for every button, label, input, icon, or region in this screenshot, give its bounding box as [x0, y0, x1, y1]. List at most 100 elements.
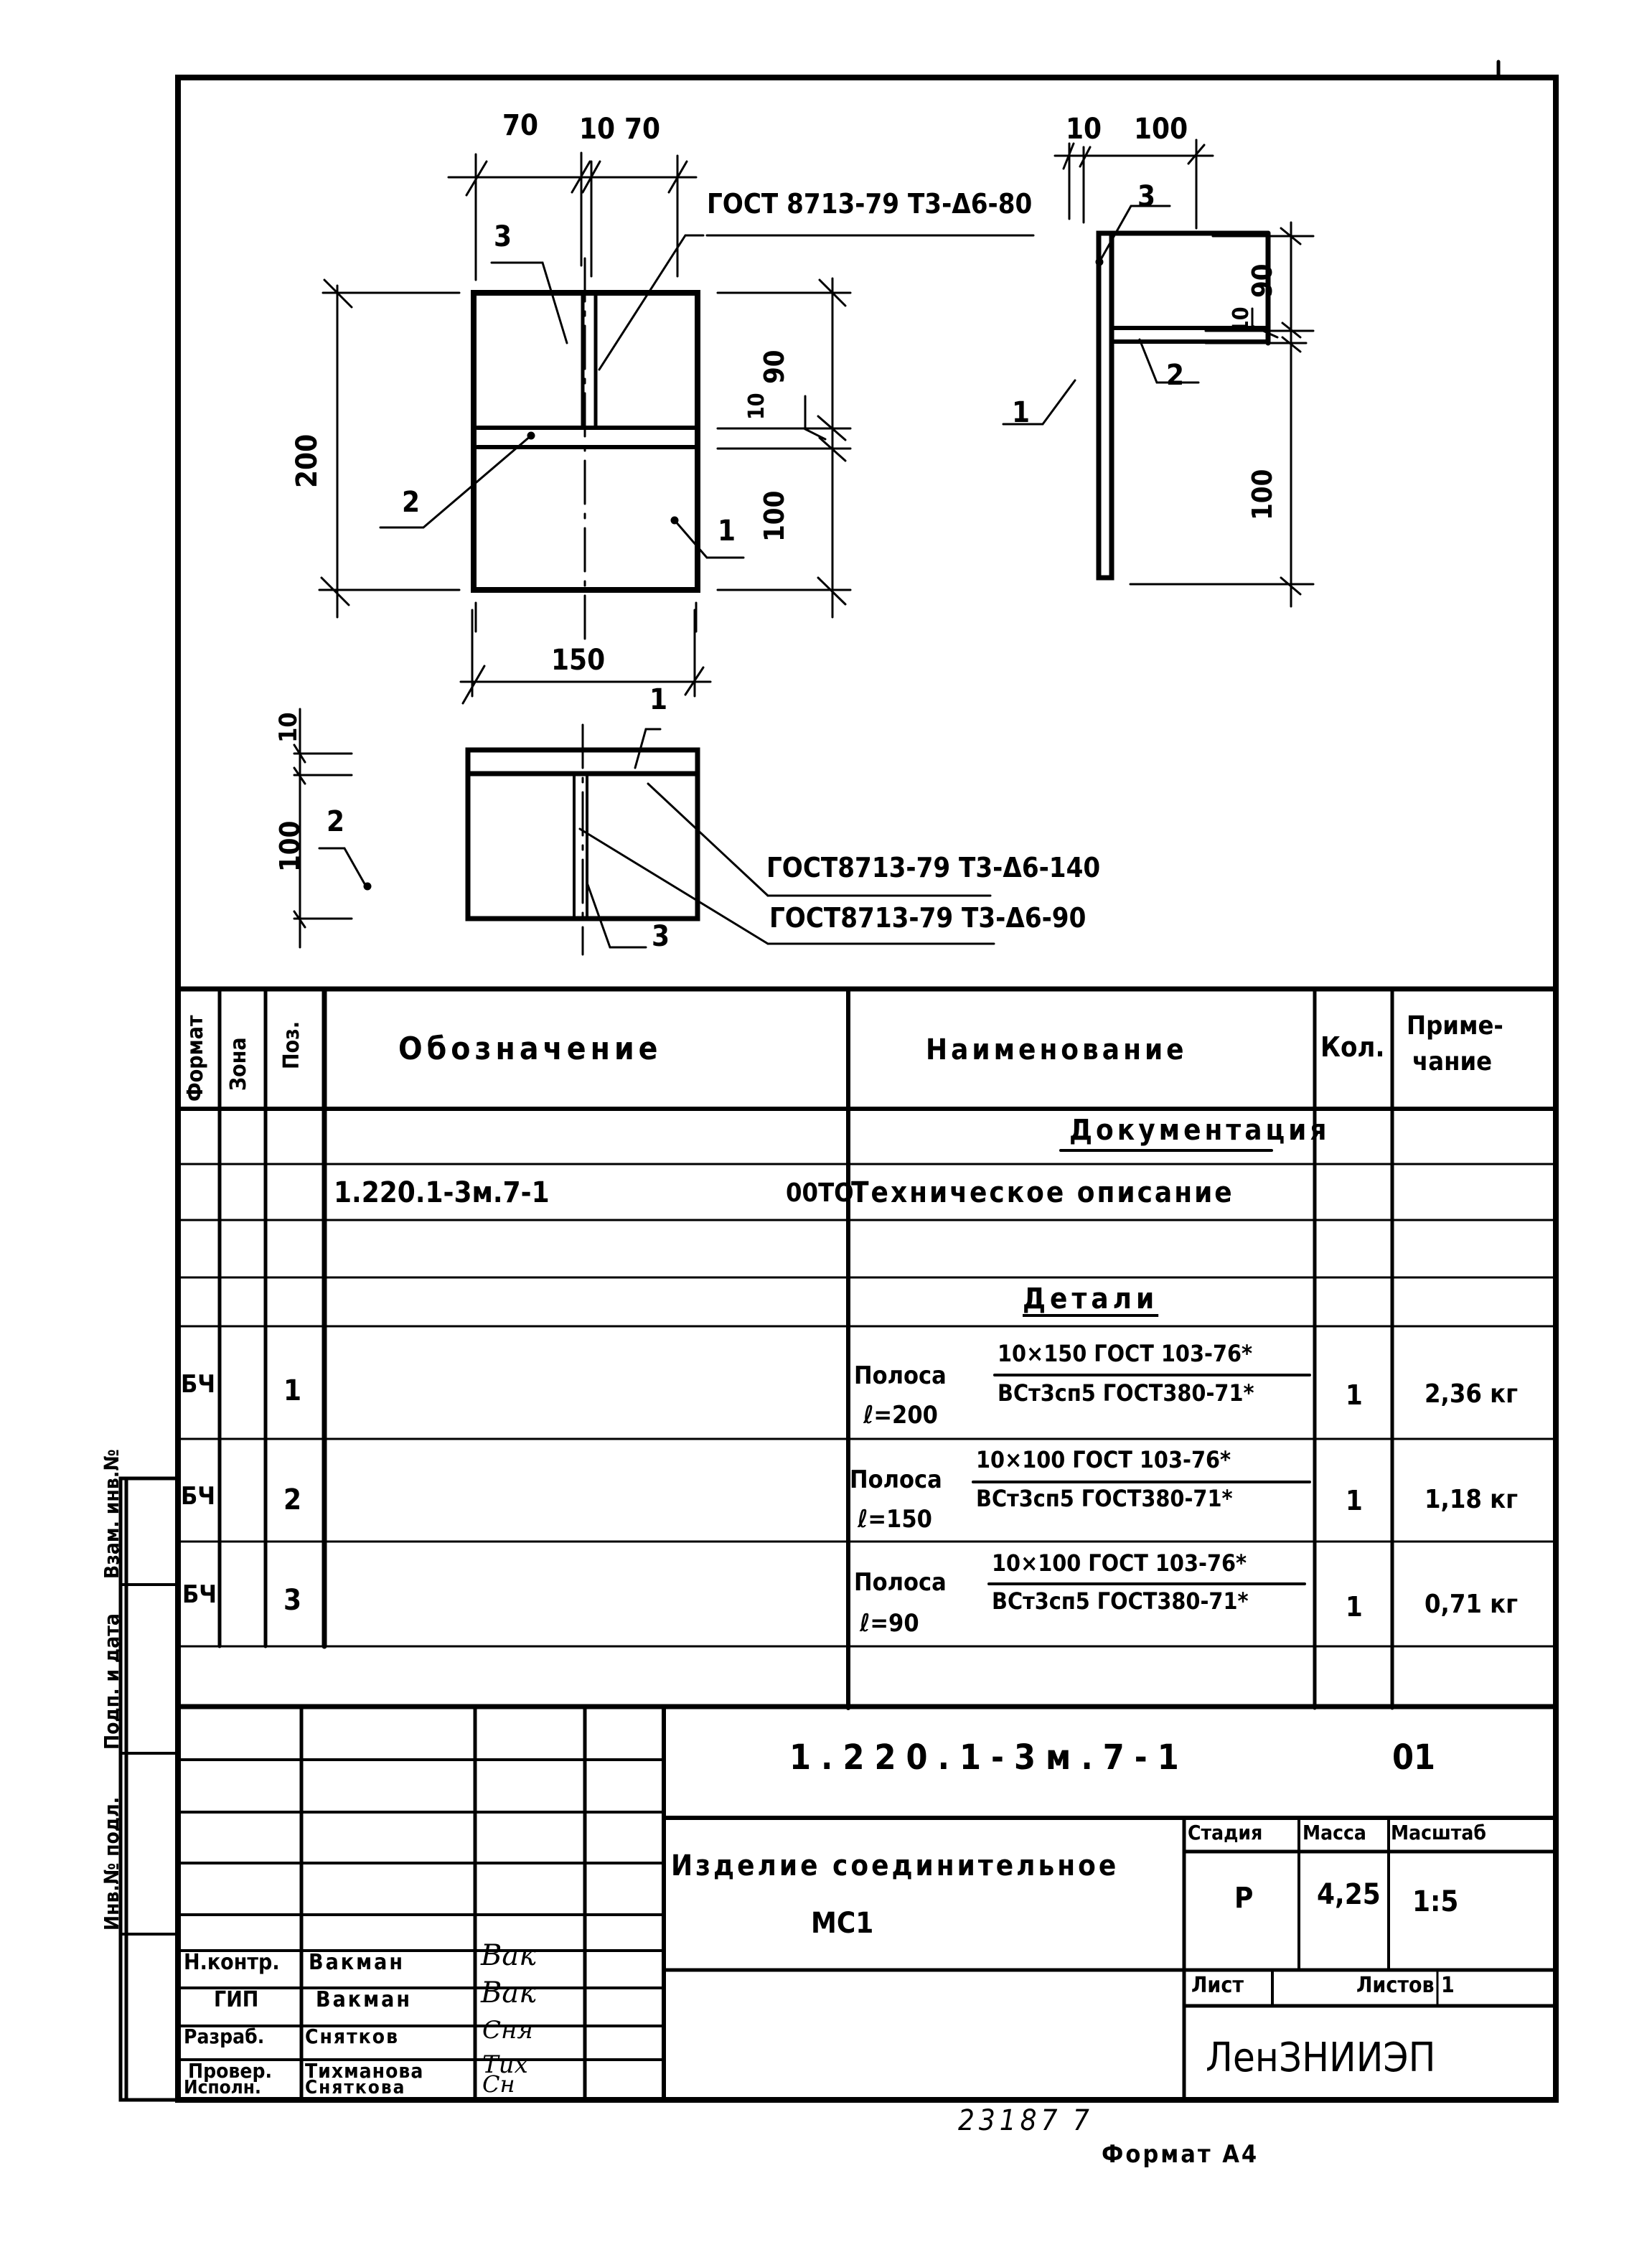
dim-10-right: 10 — [744, 393, 769, 420]
dim-70-left: 70 — [502, 109, 539, 142]
header-zone: Зона — [226, 1037, 251, 1091]
scale-value: 1:5 — [1412, 1885, 1459, 1918]
doc-suffix: 01 — [1392, 1737, 1436, 1778]
dim-10-top: 10 — [1066, 113, 1102, 146]
dim-100-top: 100 — [1134, 113, 1188, 146]
row-spec-bottom: ВСт3сп5 ГОСТ380-71* — [992, 1587, 1249, 1615]
sig-name: Вакман — [316, 1987, 413, 2012]
header-note-1: Приме- — [1407, 1011, 1503, 1041]
side-stamp-grid — [118, 1476, 180, 2102]
item-name: Изделие соединительное — [671, 1849, 1120, 1882]
stamp-original-inv: Инв.№ подл. — [100, 1796, 123, 1931]
dim-200: 200 — [291, 433, 324, 488]
row-name: Полоса — [850, 1465, 942, 1494]
weld-note-plan-1: ГОСТ8713-79 Т3-Δ6-140 — [766, 852, 1101, 883]
row-length: ℓ=150 — [858, 1505, 932, 1534]
row-note: 1,18 кг — [1425, 1485, 1519, 1514]
callout-3-plan: 3 — [652, 920, 670, 953]
header-note-2: чание — [1412, 1047, 1493, 1076]
row-spec-top: 10×100 ГОСТ 103-76* — [976, 1446, 1231, 1473]
header-format: Формат — [183, 1015, 208, 1102]
sig-role: Исполн. — [184, 2077, 261, 2098]
callout-3: 3 — [494, 220, 512, 253]
row-spec-top: 10×100 ГОСТ 103-76* — [992, 1549, 1247, 1577]
row-pos: 1 — [283, 1374, 302, 1407]
doc-code: 00ТО — [786, 1178, 854, 1208]
dim-100-plan: 100 — [274, 820, 306, 872]
mass-label: Масса — [1303, 1821, 1366, 1844]
dim-90: 90 — [759, 350, 790, 384]
sig-name: Вакман — [309, 1950, 405, 1975]
header-pos: Поз. — [279, 1021, 304, 1069]
sig-mark: Тих — [482, 2050, 528, 2079]
callout-2-side: 2 — [1166, 359, 1185, 392]
section-parts: Детали — [1023, 1282, 1159, 1315]
row-pos: 2 — [283, 1483, 302, 1516]
item-code: МС1 — [811, 1907, 874, 1940]
sig-name: Сняткова — [305, 2077, 406, 2098]
row-format: БЧ — [181, 1370, 216, 1399]
doc-name: Техническое описание — [851, 1176, 1234, 1209]
sig-mark: Сн — [482, 2070, 515, 2098]
stamp-replacement-inv: Взам. инв.№ — [100, 1449, 123, 1579]
row-spec-bottom: ВСт3сп5 ГОСТ380-71* — [976, 1485, 1233, 1512]
front-view — [318, 151, 1035, 705]
page-number: 7 — [1073, 2104, 1089, 2137]
organization: ЛенЗНИИЭП — [1206, 2035, 1436, 2081]
row-spec-top: 10×150 ГОСТ 103-76* — [998, 1340, 1253, 1367]
callout-1: 1 — [718, 515, 736, 548]
stamp-sign-date: Подп. и дата — [100, 1613, 123, 1750]
dim-10-plan: 10 — [274, 712, 303, 743]
sheets-label: Листов 1 — [1356, 1973, 1455, 1998]
dim-100-right: 100 — [759, 490, 790, 542]
sig-mark: Вак — [481, 1939, 537, 1972]
dim-100-side: 100 — [1247, 469, 1278, 520]
sig-role: Провер. — [188, 2059, 273, 2083]
dim-150: 150 — [551, 644, 606, 677]
format-label: Формат А4 — [1102, 2140, 1259, 2169]
header-name: Наименование — [926, 1033, 1188, 1066]
dim-90-side: 90 — [1247, 263, 1278, 298]
sig-role: ГИП — [214, 1987, 259, 2012]
spec-table-grid — [175, 986, 1559, 1710]
sig-role: Разраб. — [184, 2025, 265, 2048]
sig-mark: Вак — [481, 1976, 537, 2009]
title-block-grid — [175, 1704, 1559, 2102]
row-qty: 1 — [1346, 1485, 1363, 1516]
row-qty: 1 — [1346, 1591, 1363, 1623]
weld-note-front: ГОСТ 8713-79 Т3-Δ6-80 — [707, 188, 1033, 220]
side-view — [1002, 139, 1315, 608]
header-designation: Обозначение — [398, 1031, 662, 1067]
row-spec-bottom: ВСт3сп5 ГОСТ380-71* — [998, 1379, 1254, 1407]
sig-role: Н.контр. — [184, 1950, 280, 1975]
callout-2-plan: 2 — [327, 805, 345, 838]
scale-label: Масштаб — [1391, 1821, 1486, 1844]
weld-note-plan-2: ГОСТ8713-79 Т3-Δ6-90 — [769, 902, 1087, 934]
dim-10: 10 — [579, 113, 616, 146]
doc-designation: 1.220.1-3м.7-1 — [334, 1176, 550, 1209]
row-note: 0,71 кг — [1425, 1590, 1519, 1619]
doc-number: 1.220.1-3м.7-1 — [789, 1737, 1189, 1778]
row-name: Полоса — [854, 1361, 947, 1390]
callout-3-side: 3 — [1137, 180, 1156, 213]
sheet-label: Лист — [1191, 1973, 1244, 1998]
row-length: ℓ=200 — [863, 1401, 938, 1430]
dim-70-right: 70 — [624, 113, 661, 146]
row-pos: 3 — [283, 1584, 302, 1617]
dim-10-side: 10 — [1229, 306, 1254, 334]
stage-label: Стадия — [1188, 1821, 1263, 1844]
row-name: Полоса — [854, 1568, 947, 1597]
sig-mark: Сня — [482, 2016, 533, 2045]
callout-1-plan: 1 — [649, 683, 668, 716]
sig-name: Снятков — [305, 2025, 400, 2048]
row-qty: 1 — [1346, 1379, 1363, 1411]
sig-name: Тихманова — [305, 2059, 424, 2083]
row-note: 2,36 кг — [1425, 1379, 1519, 1409]
mass-value: 4,25 — [1317, 1878, 1381, 1911]
row-format: БЧ — [182, 1580, 217, 1609]
plan-view — [293, 708, 995, 956]
callout-2: 2 — [402, 486, 421, 519]
row-length: ℓ=90 — [860, 1609, 919, 1638]
row-format: БЧ — [181, 1482, 216, 1511]
